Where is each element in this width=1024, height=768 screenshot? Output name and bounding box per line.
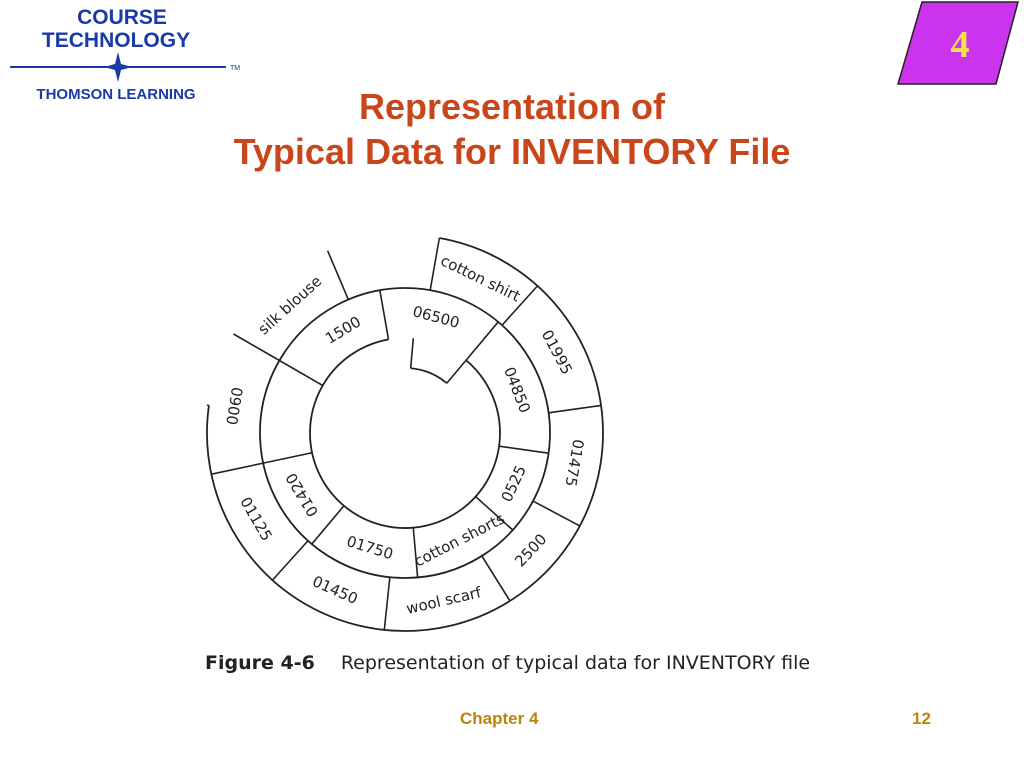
inner-ring-label-2: 0525 [498,463,530,505]
inventory-ring-diagram: cotton shirt 01995 01475 2500 wool scarf 0145… [190,218,620,648]
ring-diagram-svg: cotton shirt 01995 01475 2500 wool scarf 0145… [206,237,604,632]
outer-divider-2 [548,404,602,414]
inner-divider-4 [412,527,419,578]
footer-page-number: 12 [912,709,931,728]
inner-divider-0 [379,290,390,340]
slide-title-line-2: Typical Data for INVENTORY File [233,131,791,172]
outer-divider-6 [271,540,309,581]
outer-ring-boundary [206,237,604,632]
outer-divider-3 [532,500,581,527]
outer-divider-4 [481,555,511,602]
figure-caption: Figure 4-6 Representation of typical data… [205,652,810,674]
inner-ring-label-5: 01420 [282,470,322,520]
inner-ring-label-6: 1500 [322,313,364,348]
outer-ring-label-5: 01450 [310,572,361,608]
star-icon [104,52,132,82]
inner-ring-label-1: 04850 [500,364,534,415]
inner-ring-notch-arc [410,367,448,384]
course-technology-logo: COURSE TECHNOLOGY TM THOMSON LEARNING [0,0,262,112]
outer-divider-0 [429,237,441,291]
outer-ring-label-6: 01125 [236,494,275,544]
inner-divider-5 [311,505,345,545]
logo-trademark: TM [230,65,240,72]
inner-ring-label-0: 06500 [411,302,462,332]
inner-divider-1 [465,321,499,361]
outer-divider-9 [326,250,350,300]
outer-divider-1 [501,285,539,326]
logo-line-technology: TECHNOLOGY [42,29,190,52]
inner-ring-label-3: cotton shorts [411,509,508,570]
logo-line-course: COURSE [77,6,167,29]
inner-ring-label-4: 01750 [344,532,395,563]
outer-ring-label-8: silk blouse [255,272,326,338]
chapter-badge-shape [896,1,1019,85]
outer-ring-label-7: 0060 [223,386,247,427]
outer-ring-label-4: wool scarf [405,583,484,618]
footer-chapter: Chapter 4 [460,709,539,728]
outer-divider-8 [233,333,280,362]
outer-ring-label-2: 01475 [561,438,587,488]
slide-title: Representation of Typical Data for INVEN… [112,84,912,174]
chapter-badge: 4 [892,0,1024,90]
outer-divider-5 [383,577,391,630]
outer-divider-7 [211,462,264,475]
inner-ring-notch-radial [446,359,467,384]
inner-ring-boundary [309,338,501,529]
middle-ring-boundary [259,287,551,579]
logo-line-thomson: THOMSON LEARNING [36,86,195,103]
figure-number: Figure 4-6 [205,652,315,674]
figure-caption-text: Representation of typical data for INVEN… [340,652,811,674]
outer-ring-label-3: 2500 [511,530,550,570]
inner-divider-6 [263,451,313,464]
chapter-badge-number: 4 [951,24,970,66]
inner-ring-notch-edge [409,338,415,369]
outer-ring-label-1: 01995 [538,327,576,378]
outer-ring-label-0: cotton shirt [438,251,523,305]
slide-title-line-1: Representation of [358,86,666,127]
inner-divider-2 [498,445,549,454]
inner-divider-7 [279,359,324,387]
inner-divider-3 [475,495,514,531]
